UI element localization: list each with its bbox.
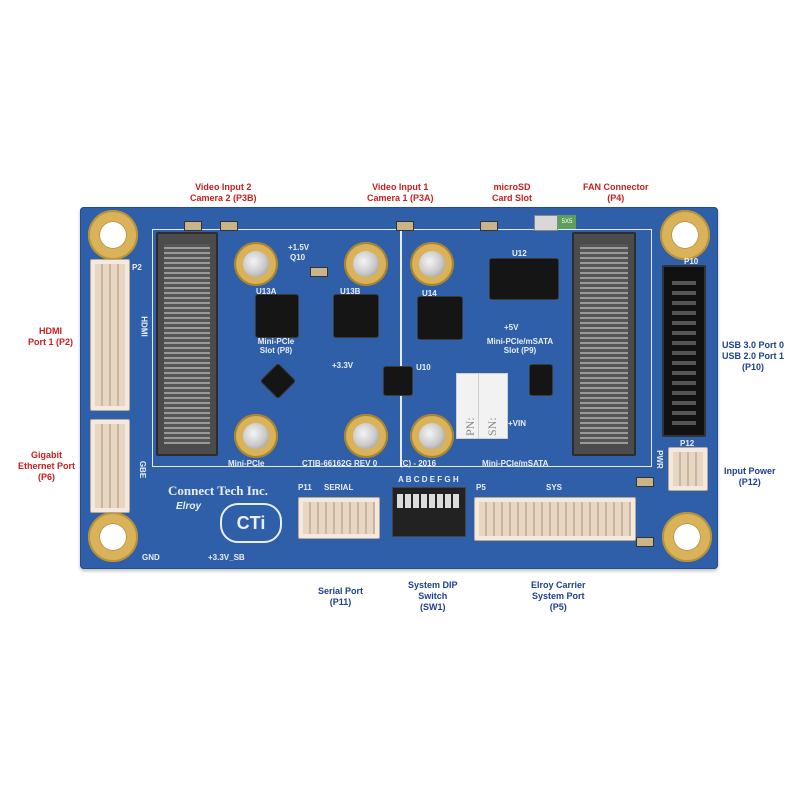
camera-standoff bbox=[344, 242, 388, 286]
serial-silk: SERIAL bbox=[324, 483, 354, 492]
capacitor bbox=[396, 221, 414, 231]
mounting-hole bbox=[88, 210, 138, 260]
chip-u12 bbox=[490, 259, 558, 299]
gbe-silk: GBE bbox=[138, 460, 148, 479]
power-connector bbox=[668, 447, 708, 491]
module-outline-left bbox=[152, 229, 402, 467]
v15-silk: +1.5V bbox=[288, 243, 310, 252]
callout-input-power: Input Power(P12) bbox=[724, 466, 776, 487]
capacitor bbox=[636, 537, 654, 547]
mounting-hole bbox=[660, 210, 710, 260]
chip-u13b bbox=[334, 295, 378, 337]
hdmi-silk: HDMI bbox=[139, 316, 149, 337]
hdmi-connector bbox=[90, 259, 130, 411]
pcb-board: HDMI P2 GBE P10 PWR P12 U13A U13B U14 U1… bbox=[80, 207, 718, 569]
year-silk: (C) - 2016 bbox=[400, 459, 437, 468]
microsd-slot bbox=[534, 215, 558, 231]
gnd-silk: GND bbox=[142, 553, 160, 562]
system-port-connector bbox=[474, 497, 636, 541]
sn-label: SN: bbox=[478, 373, 508, 439]
callout-fan-connector: FAN Connector(P4) bbox=[583, 182, 649, 203]
serial-port-connector bbox=[298, 497, 380, 539]
u13a-silk: U13A bbox=[256, 287, 277, 296]
dip-letters-silk: A B C D E F G H bbox=[398, 475, 459, 484]
capacitor bbox=[480, 221, 498, 231]
gbe-connector bbox=[90, 419, 130, 513]
minipcie-msata-slot-p9 bbox=[572, 232, 636, 456]
p12-silk: P12 bbox=[680, 439, 695, 448]
v33sb-silk: +3.3V_SB bbox=[208, 553, 245, 562]
brand-silk: Connect Tech Inc. bbox=[168, 483, 269, 498]
camera-standoff bbox=[410, 414, 454, 458]
pwr-silk: PWR bbox=[654, 450, 664, 469]
chip-u14 bbox=[418, 297, 462, 339]
p10-silk: P10 bbox=[684, 257, 699, 266]
p5-silk: P5 bbox=[476, 483, 486, 492]
minipcie-bottom-silk: Mini-PCIe bbox=[228, 459, 265, 468]
mounting-hole bbox=[88, 512, 138, 562]
u12-silk: U12 bbox=[512, 249, 527, 258]
vin-silk: +VIN bbox=[508, 419, 527, 428]
minipcie-slot-p8 bbox=[156, 232, 218, 456]
camera-standoff bbox=[234, 242, 278, 286]
minipcie-p8-label: Mini-PCIe Slot (P8) bbox=[257, 337, 295, 355]
capacitor bbox=[636, 477, 654, 487]
mounting-hole bbox=[662, 512, 712, 562]
u10-silk: U10 bbox=[416, 363, 431, 372]
chip-u10 bbox=[384, 367, 412, 395]
callout-serial-port: Serial Port(P11) bbox=[318, 586, 364, 607]
u13b-silk: U13B bbox=[340, 287, 361, 296]
capacitor bbox=[310, 267, 328, 277]
q10-silk: Q10 bbox=[290, 253, 306, 262]
capacitor bbox=[184, 221, 202, 231]
chip-u9 bbox=[530, 365, 552, 395]
chip-u13a bbox=[256, 295, 298, 337]
fuse: 5X5 bbox=[558, 215, 576, 229]
u14-silk: U14 bbox=[422, 289, 437, 298]
capacitor bbox=[220, 221, 238, 231]
cti-logo: CTi bbox=[220, 503, 282, 543]
minipcie-msata-bottom-silk: Mini-PCIe/mSATA bbox=[482, 459, 549, 468]
product-silk: Elroy bbox=[176, 501, 202, 512]
dip-switch bbox=[392, 487, 466, 537]
usb-header bbox=[662, 265, 706, 437]
minipcie-p9-label: Mini-PCIe/mSATA Slot (P9) bbox=[486, 337, 554, 355]
board-id-silk: CTIB-66162G REV 0 bbox=[302, 459, 378, 468]
sys-silk: SYS bbox=[546, 483, 563, 492]
v5-silk: +5V bbox=[504, 323, 519, 332]
p2-silk: P2 bbox=[132, 263, 142, 272]
p11-silk: P11 bbox=[298, 483, 312, 492]
camera-standoff bbox=[410, 242, 454, 286]
camera-standoff bbox=[234, 414, 278, 458]
module-outline-right bbox=[400, 229, 652, 467]
v33-silk: +3.3V bbox=[332, 361, 354, 370]
camera-standoff bbox=[344, 414, 388, 458]
